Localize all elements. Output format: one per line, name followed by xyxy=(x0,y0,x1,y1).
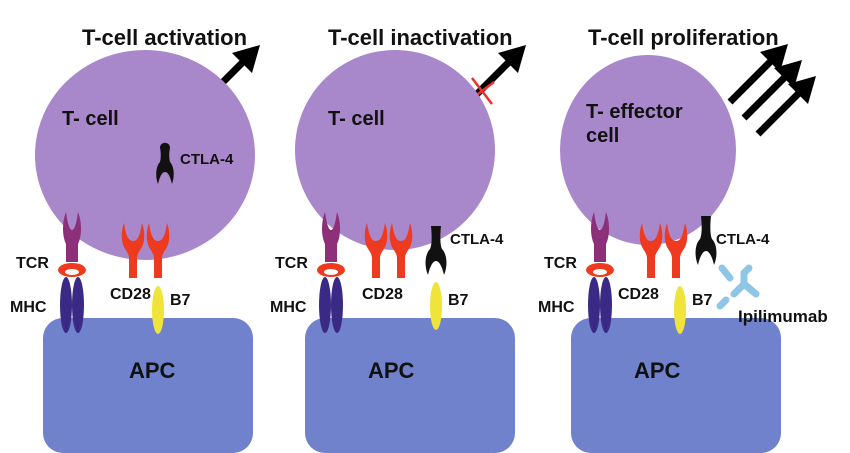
ctla4-receptor-icon xyxy=(695,216,717,265)
t-cell xyxy=(560,55,736,245)
tcr-label: TCR xyxy=(275,255,308,272)
ctla4-label: CTLA-4 xyxy=(180,151,234,168)
t-cell xyxy=(35,50,255,260)
t-cell xyxy=(295,50,495,250)
mhc-label: MHC xyxy=(10,299,47,316)
tcr-label: TCR xyxy=(544,255,577,272)
panel-title: T-cell activation xyxy=(82,25,247,50)
cell-label-line-2: cell xyxy=(586,125,619,147)
panel-proliferation: T-cell proliferation T- effector cell AP… xyxy=(538,25,828,453)
panel-title: T-cell inactivation xyxy=(328,25,513,50)
ctla4-receptor-icon xyxy=(425,226,447,275)
cell-label: T- cell xyxy=(328,108,385,130)
antibody-icon xyxy=(716,264,760,310)
apc-label: APC xyxy=(129,358,176,383)
mhc-label: MHC xyxy=(270,299,307,316)
antibody-label: Ipilimumab xyxy=(738,307,828,326)
mhc-label: MHC xyxy=(538,299,575,316)
ctla4-label: CTLA-4 xyxy=(450,231,504,248)
mhc-molecule-icon xyxy=(60,277,84,333)
apc-label: APC xyxy=(368,358,415,383)
tcr-binding-notch xyxy=(593,269,607,275)
apc-label: APC xyxy=(634,358,681,383)
tcr-label: TCR xyxy=(16,255,49,272)
b7-label: B7 xyxy=(692,292,713,309)
ctla4-label: CTLA-4 xyxy=(716,231,770,248)
cd28-label: CD28 xyxy=(110,286,151,303)
ctla4-receptor-icon xyxy=(156,142,174,184)
cell-label-line-1: T- effector xyxy=(586,101,683,123)
tcr-receptor-icon xyxy=(322,212,340,262)
panel-inactivation: T-cell inactivation T- cell APC TCR MHC … xyxy=(270,25,526,453)
cd28-label: CD28 xyxy=(362,286,403,303)
apc-cell xyxy=(43,318,253,453)
b7-label: B7 xyxy=(448,292,469,309)
apc-cell xyxy=(305,318,515,453)
cd28-label: CD28 xyxy=(618,286,659,303)
mhc-molecule-icon xyxy=(588,277,612,333)
tcr-receptor-icon xyxy=(63,212,81,262)
tcr-receptor-icon xyxy=(591,212,609,262)
panel-title: T-cell proliferation xyxy=(588,25,779,50)
apc-cell xyxy=(571,318,781,453)
b7-ligand-icon xyxy=(430,282,442,330)
b7-ligand-icon xyxy=(674,286,686,334)
cell-label: T- cell xyxy=(62,108,119,130)
b7-ligand-icon xyxy=(152,286,164,334)
tcr-binding-notch xyxy=(65,269,79,275)
arrow-icon xyxy=(758,76,816,134)
panel-activation: T-cell activation T- cell CTLA-4 APC TCR… xyxy=(10,25,260,453)
mhc-molecule-icon xyxy=(319,277,343,333)
b7-label: B7 xyxy=(170,292,191,309)
tcr-binding-notch xyxy=(324,269,338,275)
